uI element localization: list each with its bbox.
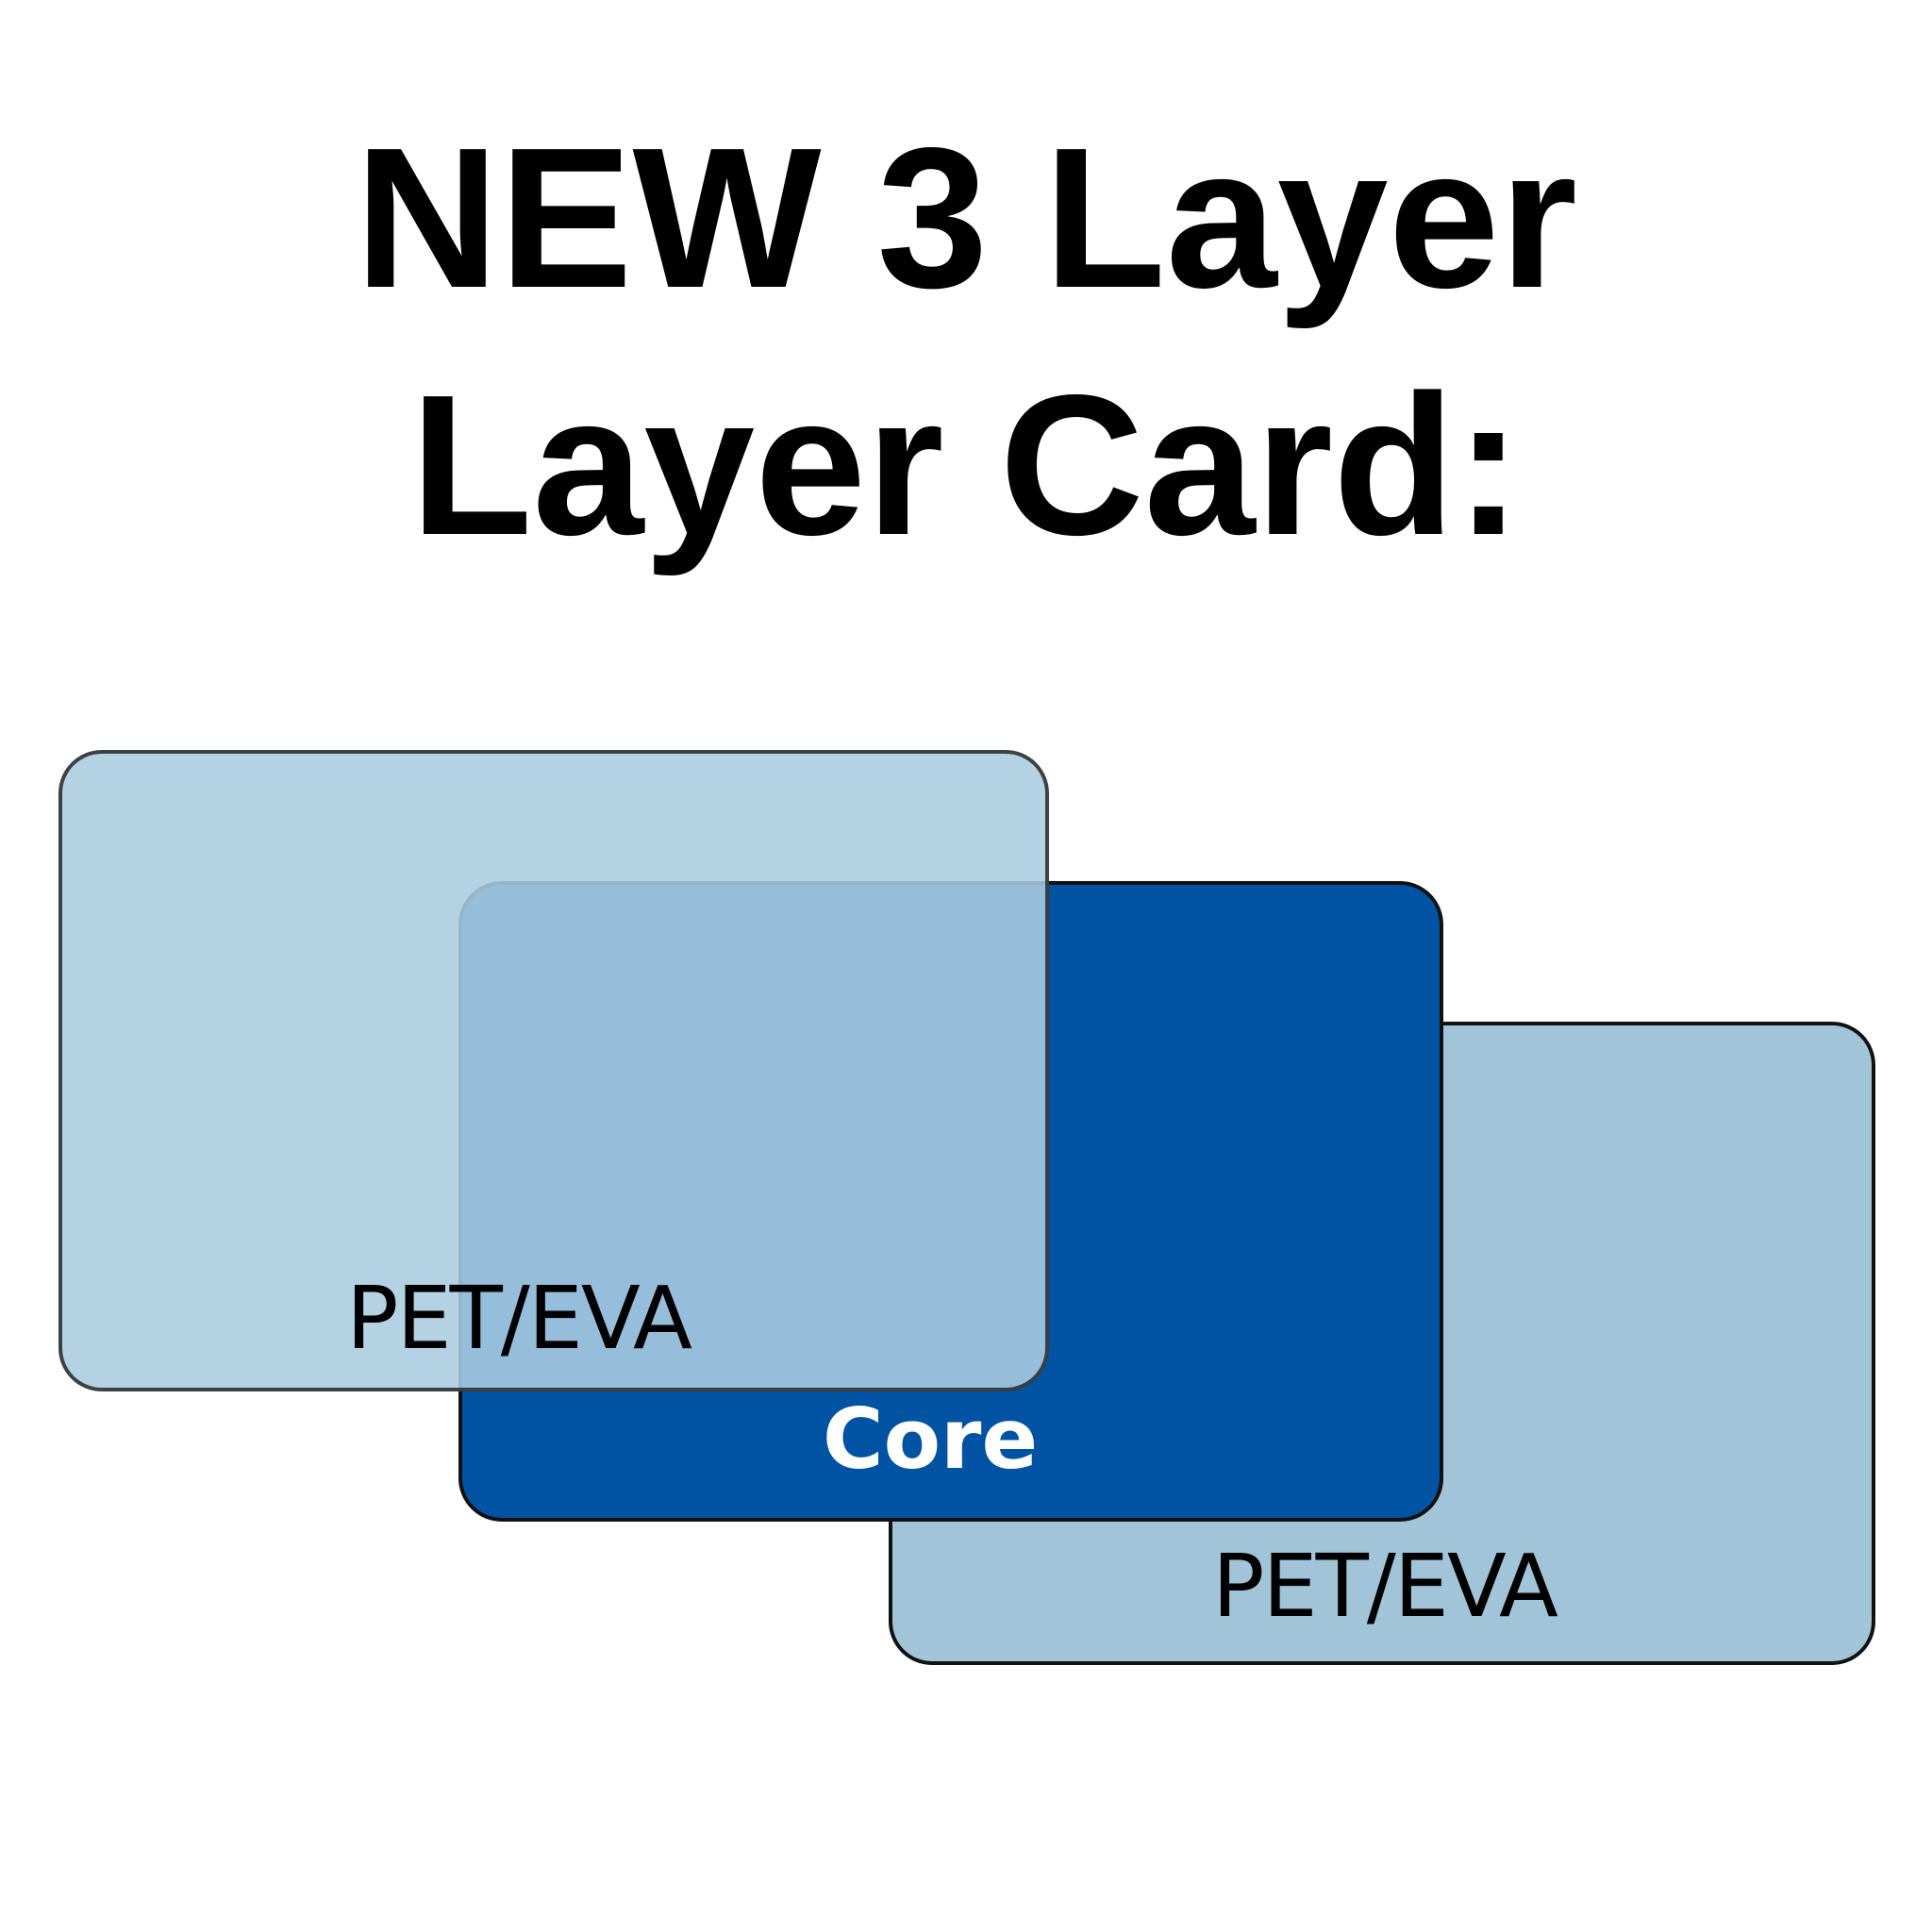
- title-line-2: Layer Card:: [409, 353, 1523, 576]
- front-layer-card: [58, 750, 1049, 1391]
- back-layer-label: PET/EVA: [1212, 1536, 1558, 1637]
- title-line-1: NEW 3 Layer: [354, 106, 1577, 329]
- front-layer-label: PET/EVA: [346, 1268, 692, 1369]
- core-layer-label: Core: [823, 1391, 1039, 1488]
- diagram-title: NEW 3 Layer Layer Card:: [0, 94, 1932, 589]
